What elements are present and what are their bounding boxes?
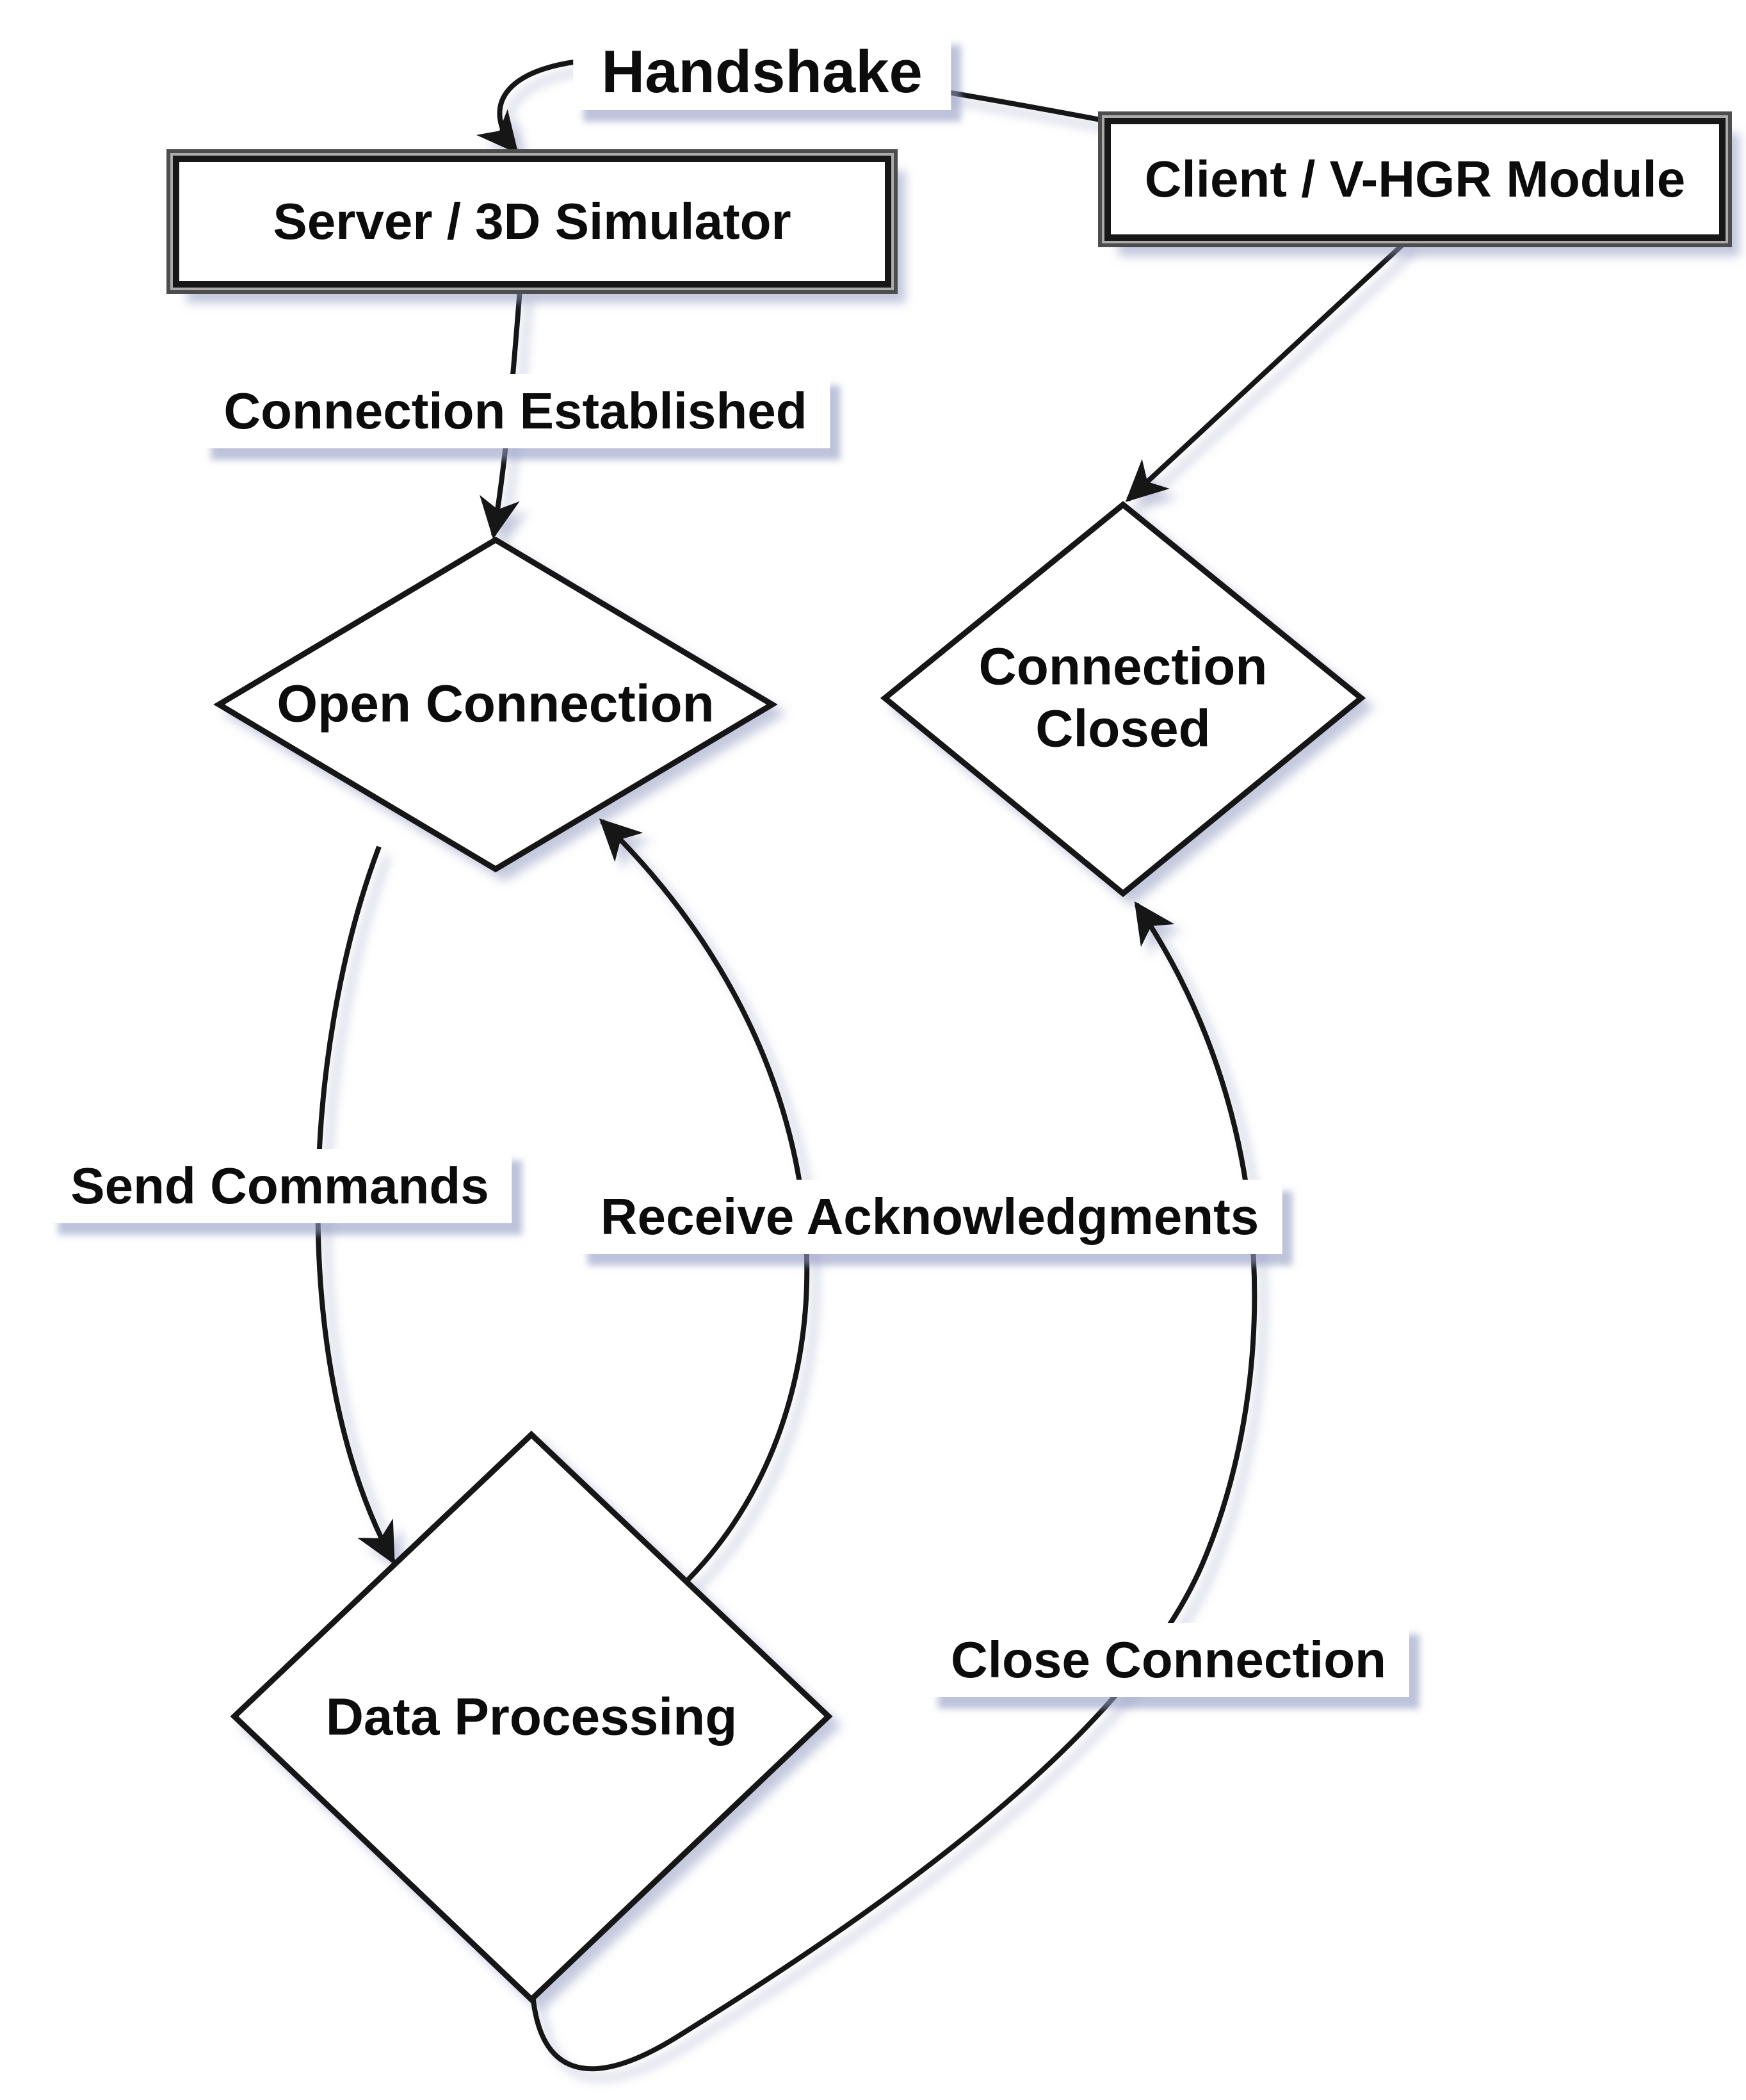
node-server-box: Server / 3D Simulator [173,156,891,288]
node-open-connection-label: Open Connection [277,674,715,733]
node-client-box: Client / V-HGR Module [1104,118,1726,241]
edge-label-receive-acknowledgments: Receive Acknowledgments [577,1180,1282,1254]
edge-label-connection-established: Connection Established [200,374,830,448]
node-data-processing-label: Data Processing [325,1688,738,1746]
node-client-label: Client / V-HGR Module [1144,151,1686,208]
edge-label-send-commands: Send Commands [47,1149,512,1223]
node-server-label: Server / 3D Simulator [273,193,791,250]
edge-label-handshake: Handshake [573,33,951,110]
node-connection-closed-label: Connection Closed [978,637,1268,758]
edge-client-to-connection-closed-arrow [1125,240,1407,502]
node-open-connection-shape [213,536,778,873]
node-connection-closed-shape [880,501,1366,897]
node-data-processing-shape [230,1430,833,2004]
edge-label-close-connection: Close Connection [927,1623,1410,1697]
